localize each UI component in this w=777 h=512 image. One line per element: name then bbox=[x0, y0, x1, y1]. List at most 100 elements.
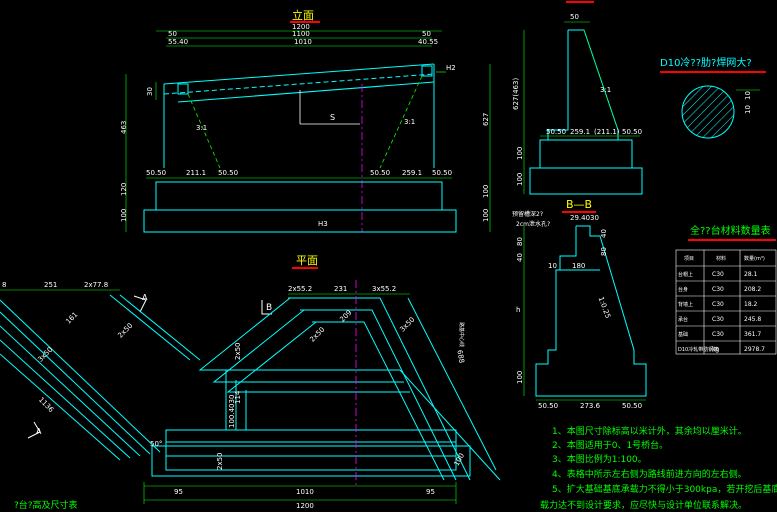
materials-cell: 208.2 bbox=[744, 286, 761, 293]
plan-vertical-labels: 2x50 114 100.4030 2x50 50° 100 bbox=[150, 342, 466, 470]
section-bb: B—B 预留槽深2? 2cm泄水孔? 29.4030 40 80 h 100 1… bbox=[512, 198, 647, 410]
materials-cell: C30 bbox=[712, 271, 724, 278]
plan-dim-8: 8 bbox=[2, 281, 6, 289]
plan-right-label: 路基中心线 bbox=[458, 322, 465, 347]
mid-259: 259.1 bbox=[402, 169, 422, 177]
plan-right-wing-labels: 2x50 209 3x50 688 路基中心线 bbox=[308, 309, 465, 364]
materials-cell: C30 bbox=[712, 286, 724, 293]
materials-cell: kg bbox=[712, 346, 719, 353]
plan-diag-3x50r: 3x50 bbox=[398, 316, 416, 334]
plan-dim-2x778: 2x77.8 bbox=[84, 281, 108, 289]
rebar-mesh-circle bbox=[681, 85, 735, 139]
mid-211: 211.1 bbox=[186, 169, 206, 177]
section-marker-b bbox=[261, 300, 272, 315]
plan-dim-251: 251 bbox=[44, 281, 57, 289]
materials-cell: 2978.7 bbox=[744, 346, 765, 353]
materials-cell: 台帽上 bbox=[678, 271, 693, 278]
marker-b-label: B bbox=[266, 303, 272, 313]
side-dim-5050b: 50.50 bbox=[622, 128, 642, 136]
section-marker-a-bottom bbox=[27, 421, 41, 439]
dim-120: 120 bbox=[120, 183, 128, 196]
plan-bottom-dims: 95 1010 95 1200 bbox=[143, 482, 457, 510]
plan-right-small: 100 bbox=[453, 452, 467, 468]
notes-block: 1、本图尺寸除标高以米计外，其余均以厘米计。 2、本图适用于0、1号桥台。 3、… bbox=[540, 425, 777, 511]
rebar-dim-10b: 10 bbox=[744, 105, 752, 114]
plan-b-95b: 95 bbox=[426, 488, 435, 496]
side-627: 627(463) bbox=[512, 78, 520, 110]
mat-header-qty: 数量(m³) bbox=[744, 255, 765, 262]
bb-b-5050a: 50.50 bbox=[538, 402, 558, 410]
note-4: 4、表格中所示左右侧为路线前进方向的左右侧。 bbox=[552, 468, 747, 480]
rebar-dim-10a: 10 bbox=[744, 91, 752, 100]
h2-label: H2 bbox=[446, 64, 456, 72]
materials-cell: 台身 bbox=[678, 286, 688, 293]
plan-diag-2x50r: 2x50 bbox=[308, 326, 326, 344]
plan-dim-231: 231 bbox=[334, 285, 347, 293]
section-bb-bottom-dims: 50.50 273.6 50.50 bbox=[538, 402, 642, 410]
mat-header-item: 项目 bbox=[684, 256, 694, 262]
dim-50b: 50 bbox=[422, 30, 431, 38]
mid-50-50-r2: 50.50 bbox=[432, 169, 452, 177]
h3-label: H3 bbox=[318, 220, 328, 228]
materials-title: 全??台材料数量表 bbox=[690, 224, 771, 237]
dim-100-r2: 100 bbox=[482, 209, 490, 222]
side-dim-259: 259.1 bbox=[570, 128, 590, 136]
dim-50a: 50 bbox=[168, 30, 177, 38]
plan-right-wing bbox=[198, 297, 501, 481]
note-3: 3、本图比例为1:100。 bbox=[552, 453, 647, 465]
plan-b-1200: 1200 bbox=[296, 502, 314, 510]
plan-vert-2x50a: 2x50 bbox=[234, 342, 242, 360]
section-marker-a-top bbox=[133, 295, 147, 313]
mid-50-50-r1: 50.50 bbox=[370, 169, 390, 177]
side-slope-line bbox=[583, 29, 619, 131]
plan-vert-114: 114 bbox=[234, 390, 242, 404]
plan-title: 平面 bbox=[296, 254, 318, 267]
materials-cell: 28.1 bbox=[744, 271, 758, 278]
section-bb-note2: 2cm泄水孔? bbox=[516, 220, 550, 228]
footer-left-label: ?台?高及尺寸表 bbox=[14, 499, 78, 511]
section-bb-dims: 40 80 h 100 10 180 40 80 bbox=[516, 229, 608, 384]
dim-100-l: 100 bbox=[120, 209, 128, 222]
dim-100-r1: 100 bbox=[482, 185, 490, 198]
side-100b: 100 bbox=[516, 173, 524, 186]
plan-diag-161: 161 bbox=[64, 311, 79, 326]
elevation-deck bbox=[163, 63, 435, 168]
dim-30: 30 bbox=[146, 87, 154, 96]
rebar-title: D10冷??肋?焊网大? bbox=[660, 56, 752, 69]
bb-dim-80: 80 bbox=[516, 237, 524, 246]
note-5: 5、扩大基础基底承载力不得小于300kpa，若开挖后基底承 bbox=[552, 483, 777, 495]
dim-4055: 40.55 bbox=[418, 38, 438, 46]
elevation-view: 立面 1200 50 1100 50 55.40 1010 40.55 H2 bbox=[120, 8, 491, 233]
plan-dims-left: 8 251 2x77.8 bbox=[0, 281, 120, 291]
materials-headers: 项目 材料 数量(m³) bbox=[684, 255, 765, 262]
materials-table: 全??台材料数量表 项目 材料 数量(m³) 台帽上 C30 28.1 台身 C30 20… bbox=[675, 224, 777, 355]
note-2: 2、本图适用于0、1号桥台。 bbox=[552, 439, 668, 451]
materials-grid bbox=[675, 249, 777, 355]
elevation-mid-dims: 50.50 211.1 50.50 50.50 259.1 50.50 bbox=[146, 169, 452, 179]
mid-50-50-l2: 50.50 bbox=[218, 169, 238, 177]
plan-angle: 50° bbox=[150, 440, 162, 448]
section-bb-slope: 1:0.25 bbox=[597, 296, 612, 320]
slope-label-left: 3:1 bbox=[196, 124, 207, 132]
bb-dim-10: 10 bbox=[548, 262, 557, 270]
plan-abutment-body bbox=[151, 370, 471, 477]
side-dim-5050a: 50.50 bbox=[546, 128, 566, 136]
plan-left-wing bbox=[0, 294, 201, 461]
mat-header-material: 材料 bbox=[716, 255, 726, 262]
note-1: 1、本图尺寸除标高以米计外，其余均以厘米计。 bbox=[552, 425, 747, 437]
plan-vert-100: 100.4030 bbox=[228, 395, 236, 428]
section-bb-title: B—B bbox=[566, 198, 592, 211]
side-dim-211: (211.1) bbox=[594, 128, 620, 136]
elevation-center bbox=[299, 90, 360, 125]
bb-dim-180: 180 bbox=[572, 262, 585, 270]
side-view: 50 3:1 627(463) 100 100 50.50 259.1 (211… bbox=[512, 1, 643, 195]
plan-vert-2x50b: 2x50 bbox=[216, 452, 224, 470]
elevation-footing bbox=[143, 181, 457, 233]
mid-50-50-l1: 50.50 bbox=[146, 169, 166, 177]
bb-b-273: 273.6 bbox=[580, 402, 601, 410]
section-bb-outline bbox=[535, 225, 647, 397]
plan-dim-2x552: 2x55.2 bbox=[288, 285, 312, 293]
section-bb-top-dim: 29.4030 bbox=[570, 214, 599, 222]
materials-cell: 承台 bbox=[678, 316, 688, 323]
